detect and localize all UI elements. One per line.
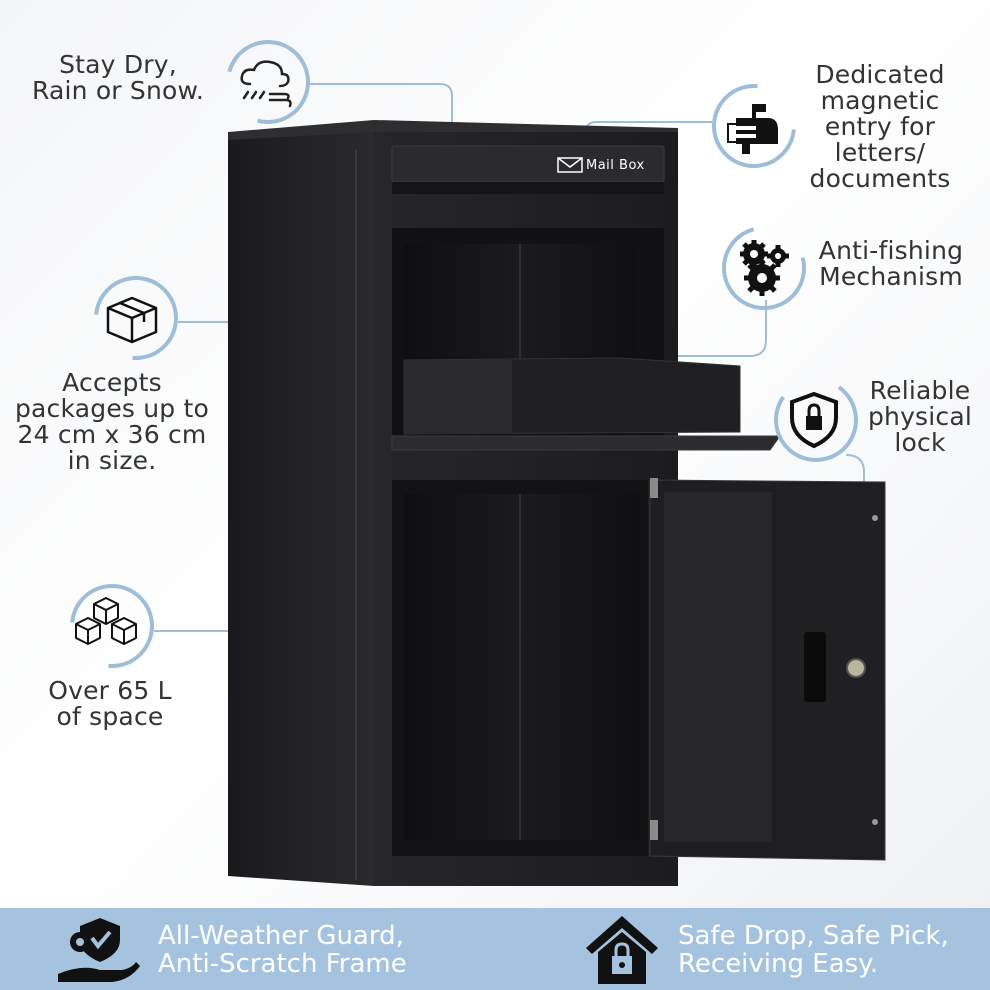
banner-right-text: Safe Drop, Safe Pick, Receiving Easy. xyxy=(678,921,949,979)
magnetic-feature-text: Dedicated magnetic entry for letters/ do… xyxy=(809,60,951,193)
gears-icon xyxy=(740,240,789,296)
envelope-icon xyxy=(557,157,583,173)
space-callout xyxy=(52,566,172,686)
weather-feature-text: Stay Dry, Rain or Snow. xyxy=(31,50,205,105)
banner-left-text: All-Weather Guard, Anti-Scratch Frame xyxy=(158,921,407,979)
cloud-rain-icon xyxy=(240,60,292,108)
anti-fishing-callout xyxy=(706,210,822,326)
gear-shield-hand-icon xyxy=(58,918,140,982)
weather-callout-line xyxy=(308,83,453,124)
boxes-stack-icon xyxy=(75,597,137,645)
anti-fishing-feature-text: Anti-fishing Mechanism xyxy=(818,236,964,291)
lock-feature-text: Reliable physical lock xyxy=(867,376,973,457)
shield-lock-icon xyxy=(790,391,838,449)
anti-fishing-callout-line xyxy=(620,300,767,357)
space-feature-text: Over 65 L of space xyxy=(48,676,172,731)
bottom-banner: All-Weather Guard, Anti-Scratch Frame Sa… xyxy=(0,908,990,990)
package-box-icon xyxy=(106,296,158,344)
house-lock-icon xyxy=(586,916,658,984)
lock-callout-line xyxy=(845,454,865,660)
packages-feature-text: Accepts packages up to 24 cm x 36 cm in … xyxy=(14,368,210,475)
mailbox-label: Mail Box xyxy=(586,158,645,173)
packages-callout xyxy=(76,258,196,378)
magnetic-callout xyxy=(694,66,814,186)
cabinet-side xyxy=(228,132,374,886)
weather-callout xyxy=(210,24,326,140)
lock-callout xyxy=(767,371,865,469)
mailbox-letter-icon xyxy=(727,104,778,154)
